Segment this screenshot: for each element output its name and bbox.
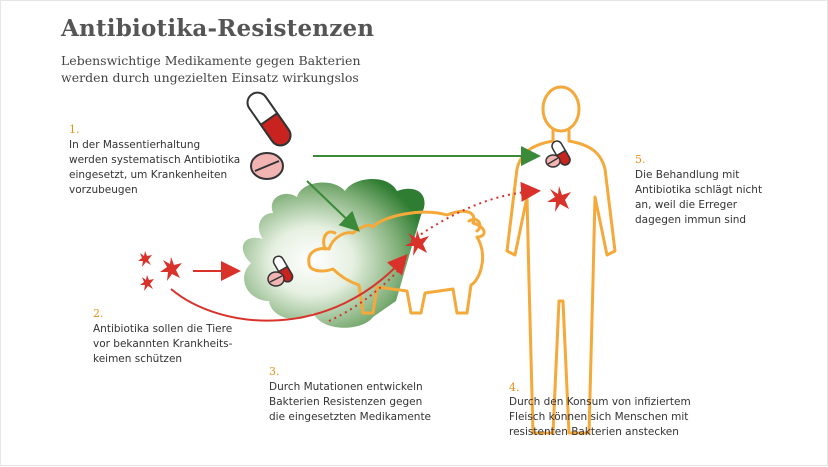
step-5-text: Die Behandlung mit Antibiotika schlägt n… [635, 168, 805, 228]
step-2-line-1: Antibiotika sollen die Tiere [93, 323, 233, 335]
step-4-line-2: Fleisch können sich Menschen mit [509, 411, 689, 423]
step-3-number: 3. [269, 365, 280, 378]
step-2-text: Antibiotika sollen die Tiere vor bekannt… [93, 322, 273, 367]
step-3-line-1: Durch Mutationen entwickeln [269, 381, 423, 393]
step-2-number: 2. [93, 307, 104, 320]
arrow-curve-to-pig [170, 254, 408, 322]
arrow-dotted-cloud-to-pig [328, 262, 406, 322]
pill-capsule-icon [246, 91, 292, 147]
step-1-number: 1. [69, 123, 80, 136]
page-title: Antibiotika-Resistenzen [61, 15, 375, 42]
subtitle-line-2: werden durch ungezielten Einsatz wirkung… [61, 70, 359, 85]
step-1-line-4: vorzubeugen [69, 184, 138, 196]
step-4-text: Durch den Konsum von infiziertem Fleisch… [509, 395, 729, 440]
step-3-line-2: Bakterien Resistenzen gegen [269, 396, 423, 408]
step-4-line-3: resistenten Bakterien anstecken [509, 426, 679, 438]
bacteria-icon [138, 251, 182, 291]
step-4-line-1: Durch den Konsum von infiziertem [509, 396, 691, 408]
cloud-icon [242, 178, 425, 328]
arrow-pill-to-pig [306, 180, 360, 232]
cloud-pill-capsule-icon [272, 255, 294, 283]
pill-tablet-icon [250, 152, 284, 180]
step-2-line-3: keimen schützen [93, 353, 183, 365]
human-bacteria-icon [547, 186, 571, 212]
human-pill-tablet-icon [545, 154, 561, 168]
step-5-line-1: Die Behandlung mit [635, 169, 740, 181]
step-2-line-2: vor bekannten Krankheits- [93, 338, 233, 350]
step-5-number: 5. [635, 153, 646, 166]
step-5-line-2: Antibiotika schlägt nicht [635, 184, 763, 196]
step-5-line-4: dagegen immun sind [635, 214, 747, 226]
step-1-line-3: eingesetzt, um Krankenheiten [69, 169, 228, 181]
subtitle-line-1: Lebenswichtige Medikamente gegen Bakteri… [61, 53, 361, 68]
cloud-pill-tablet-icon [267, 271, 285, 287]
step-1-line-2: werden systematisch Antibiotika [69, 154, 241, 166]
pig-icon [307, 209, 486, 315]
step-1-line-1: In der Massentierhaltung [69, 139, 201, 151]
step-1-text: In der Massentierhaltung werden systemat… [69, 138, 259, 198]
page-subtitle: Lebenswichtige Medikamente gegen Bakteri… [61, 52, 481, 86]
step-3-line-3: die eingesetzten Medikamente [269, 411, 432, 423]
human-pill-capsule-icon [551, 140, 571, 166]
arrow-dotted-pig-to-human [410, 181, 541, 242]
step-5-line-3: an, weil die Erreger [635, 199, 738, 211]
pig-bacteria-icon [405, 230, 429, 256]
step-3-text: Durch Mutationen entwickeln Bakterien Re… [269, 380, 469, 425]
step-4-number: 4. [509, 381, 520, 394]
human-figure-icon [505, 85, 617, 435]
